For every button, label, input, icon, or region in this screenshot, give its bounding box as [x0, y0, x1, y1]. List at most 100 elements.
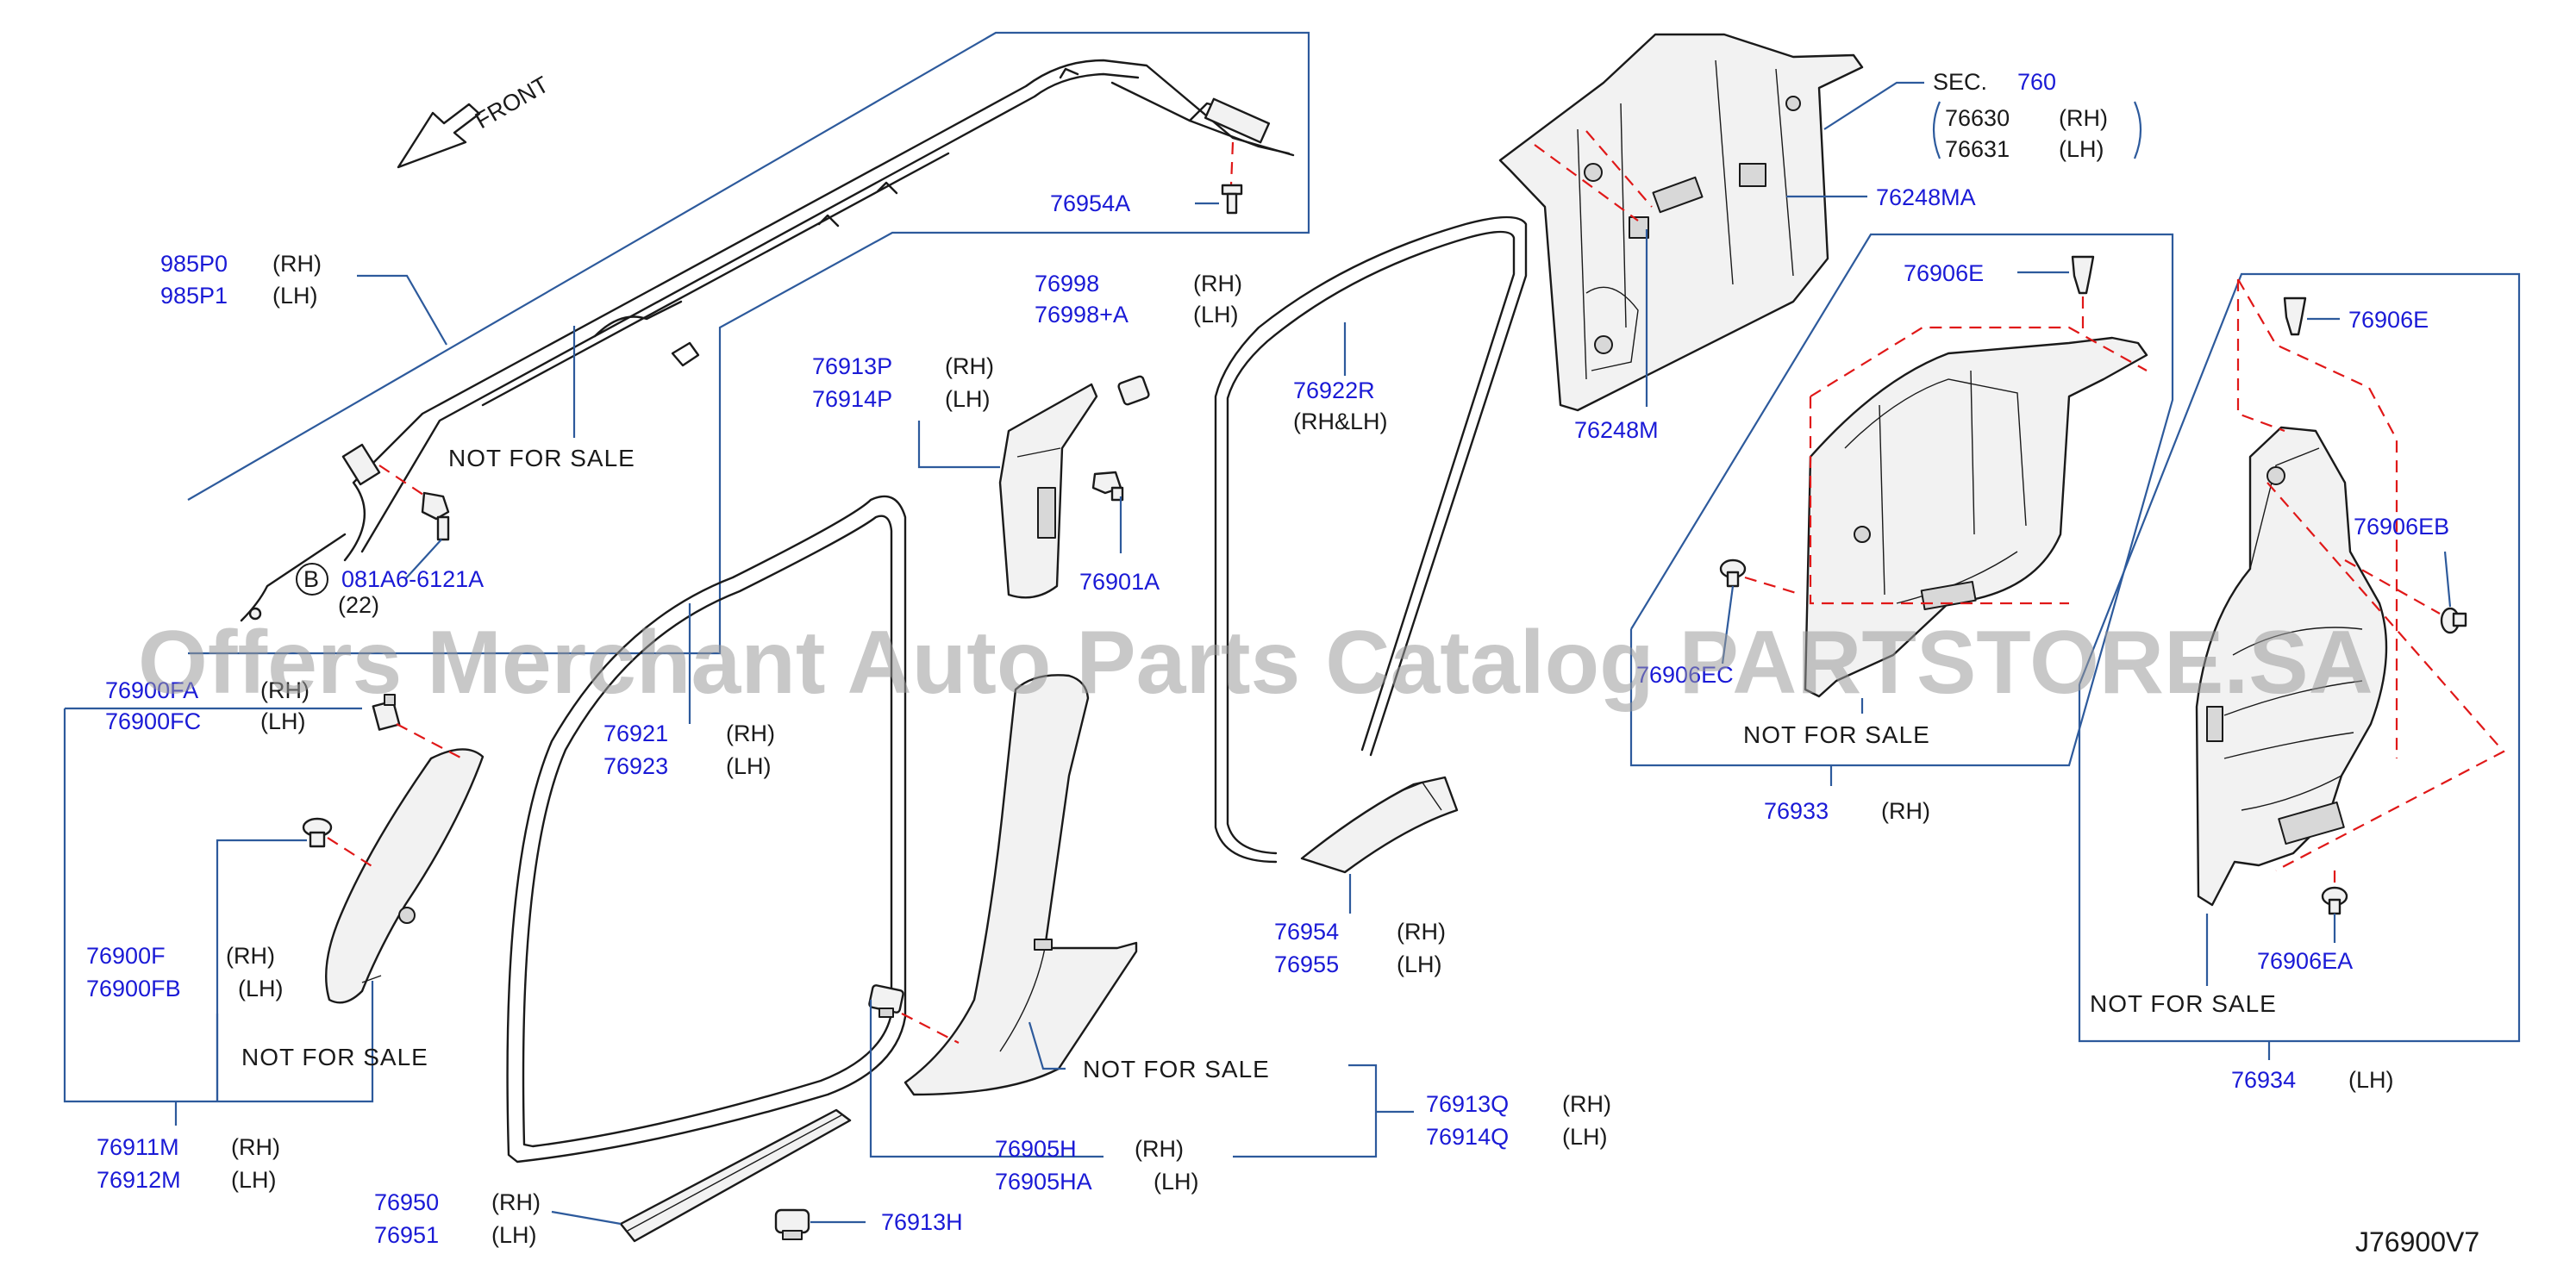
part-76934[interactable]: 76934	[2231, 1067, 2296, 1093]
part-76954[interactable]: 76954	[1274, 919, 1339, 945]
kick-plate-drawing	[619, 1108, 852, 1243]
side-76911m: (RH)	[231, 1134, 280, 1160]
part-76906eb[interactable]: 76906EB	[2354, 514, 2449, 540]
bolt-circle-letter: B	[303, 566, 319, 592]
curtain-airbag-drawing	[240, 59, 1295, 622]
side-76998a: (LH)	[1193, 302, 1239, 328]
clip-icon-76906e-upper	[2071, 255, 2095, 295]
part-76911m[interactable]: 76911M	[97, 1134, 179, 1160]
part-76914p[interactable]: 76914P	[812, 386, 892, 412]
part-76954a[interactable]: 76954A	[1050, 190, 1130, 216]
bolt-icon-76954a	[1221, 141, 1243, 215]
part-081a6-6121a[interactable]: 081A6-6121A	[341, 566, 484, 592]
part-76955[interactable]: 76955	[1274, 951, 1339, 977]
part-76998a[interactable]: 76998+A	[1035, 302, 1129, 328]
part-76906e-lh[interactable]: 76906E	[2348, 307, 2429, 333]
part-76912m[interactable]: 76912M	[97, 1167, 181, 1193]
side-985p1: (LH)	[272, 283, 318, 309]
lh-quarter-frame	[2078, 272, 2521, 1043]
part-76922r[interactable]: 76922R	[1293, 377, 1375, 403]
clip-icon-76906ea	[2321, 886, 2348, 915]
side-76900f: (RH)	[226, 943, 275, 969]
side-76914p: (LH)	[945, 386, 991, 412]
side-76900fc: (LH)	[260, 708, 306, 734]
rh-quarter-frame	[1629, 233, 2174, 767]
section-number[interactable]: 760	[2017, 69, 2056, 95]
part-76630: 76630	[1945, 105, 2010, 131]
side-76913q: (RH)	[1562, 1091, 1611, 1117]
a-pillar-trim-drawing	[325, 748, 485, 1004]
side-76955: (LH)	[1397, 951, 1442, 977]
part-76913q[interactable]: 76913Q	[1426, 1091, 1509, 1117]
bolt-icon-76901a	[1091, 471, 1124, 502]
nfs-lh-quarter: NOT FOR SALE	[2090, 990, 2277, 1017]
watermark-text: Offers Merchant Auto Parts Catalog PARTS…	[138, 613, 2373, 713]
part-76921[interactable]: 76921	[603, 721, 668, 746]
b-pillar-lower-trim-drawing	[903, 674, 1138, 1096]
part-76900f[interactable]: 76900F	[86, 943, 166, 969]
side-76922r: (RH&LH)	[1293, 409, 1388, 434]
side-76998: (RH)	[1193, 271, 1242, 296]
side-76912m: (LH)	[231, 1167, 277, 1193]
qty-22: (22)	[338, 592, 379, 618]
side-76954: (RH)	[1397, 919, 1446, 945]
lh-quarter-trim-drawing	[2195, 426, 2388, 907]
rh-quarter-trim-drawing	[1804, 336, 2148, 698]
rear-kick-plate-drawing	[1300, 776, 1459, 874]
side-76933: (RH)	[1881, 798, 1930, 824]
bolt-circle-icon	[296, 563, 328, 596]
side-985p0: (RH)	[272, 251, 322, 277]
part-76905ha[interactable]: 76905HA	[995, 1169, 1092, 1195]
part-76906e-rh[interactable]: 76906E	[1904, 260, 1984, 286]
nfs-airbag: NOT FOR SALE	[448, 445, 635, 471]
clip-icon-76906eb	[2440, 607, 2467, 634]
clip-icon-76906e-lh	[2283, 296, 2307, 336]
side-76950: (RH)	[491, 1189, 541, 1215]
part-76905h[interactable]: 76905H	[995, 1136, 1077, 1162]
section-label: SEC.	[1933, 69, 1987, 95]
part-76951[interactable]: 76951	[374, 1222, 439, 1248]
clip-icon-76913h	[774, 1208, 810, 1240]
front-door-weatherstrip-drawing	[506, 495, 907, 1164]
side-76914q: (LH)	[1562, 1124, 1608, 1150]
part-76900fb[interactable]: 76900FB	[86, 976, 181, 1001]
part-76998[interactable]: 76998	[1035, 271, 1099, 296]
front-label: FRONT	[471, 72, 553, 134]
part-76914q[interactable]: 76914Q	[1426, 1124, 1509, 1150]
side-76934: (LH)	[2348, 1067, 2394, 1093]
part-76631: 76631	[1945, 136, 2010, 162]
part-76248m[interactable]: 76248M	[1574, 417, 1659, 443]
part-76248ma[interactable]: 76248MA	[1876, 184, 1976, 210]
part-76923[interactable]: 76923	[603, 753, 668, 779]
side-76630: (RH)	[2059, 105, 2108, 131]
side-76913p: (RH)	[945, 353, 994, 379]
front-arrow-icon	[397, 103, 481, 169]
part-76906ea[interactable]: 76906EA	[2257, 948, 2353, 974]
airbag-frame	[187, 31, 1310, 655]
part-985p0[interactable]: 985P0	[160, 251, 228, 277]
side-76921: (RH)	[726, 721, 775, 746]
part-76901a[interactable]: 76901A	[1079, 569, 1160, 595]
part-76950[interactable]: 76950	[374, 1189, 439, 1215]
clip-icon-76900fa	[372, 694, 401, 731]
part-76900fa[interactable]: 76900FA	[105, 677, 198, 703]
part-76900fc[interactable]: 76900FC	[105, 708, 201, 734]
nfs-b-pillar: NOT FOR SALE	[1083, 1056, 1270, 1082]
b-pillar-upper-trim-drawing	[998, 383, 1098, 599]
diagram-reference: J76900V7	[2355, 1226, 2479, 1257]
nfs-rh-quarter: NOT FOR SALE	[1743, 721, 1930, 748]
side-76631: (LH)	[2059, 136, 2104, 162]
nfs-a-pillar: NOT FOR SALE	[241, 1044, 428, 1070]
part-76906ec[interactable]: 76906EC	[1636, 662, 1734, 688]
clip-icon-76906ec	[1719, 558, 1747, 588]
part-76913h[interactable]: 76913H	[881, 1209, 963, 1235]
part-76913p[interactable]: 76913P	[812, 353, 892, 379]
rear-door-weatherstrip-drawing	[1214, 215, 1528, 864]
clip-icon-76998	[1117, 375, 1150, 406]
side-76900fb: (LH)	[238, 976, 284, 1001]
clip-icon-76905h	[868, 984, 904, 1018]
part-985p1[interactable]: 985P1	[160, 283, 228, 309]
part-76933[interactable]: 76933	[1764, 798, 1829, 824]
side-76951: (LH)	[491, 1222, 537, 1248]
